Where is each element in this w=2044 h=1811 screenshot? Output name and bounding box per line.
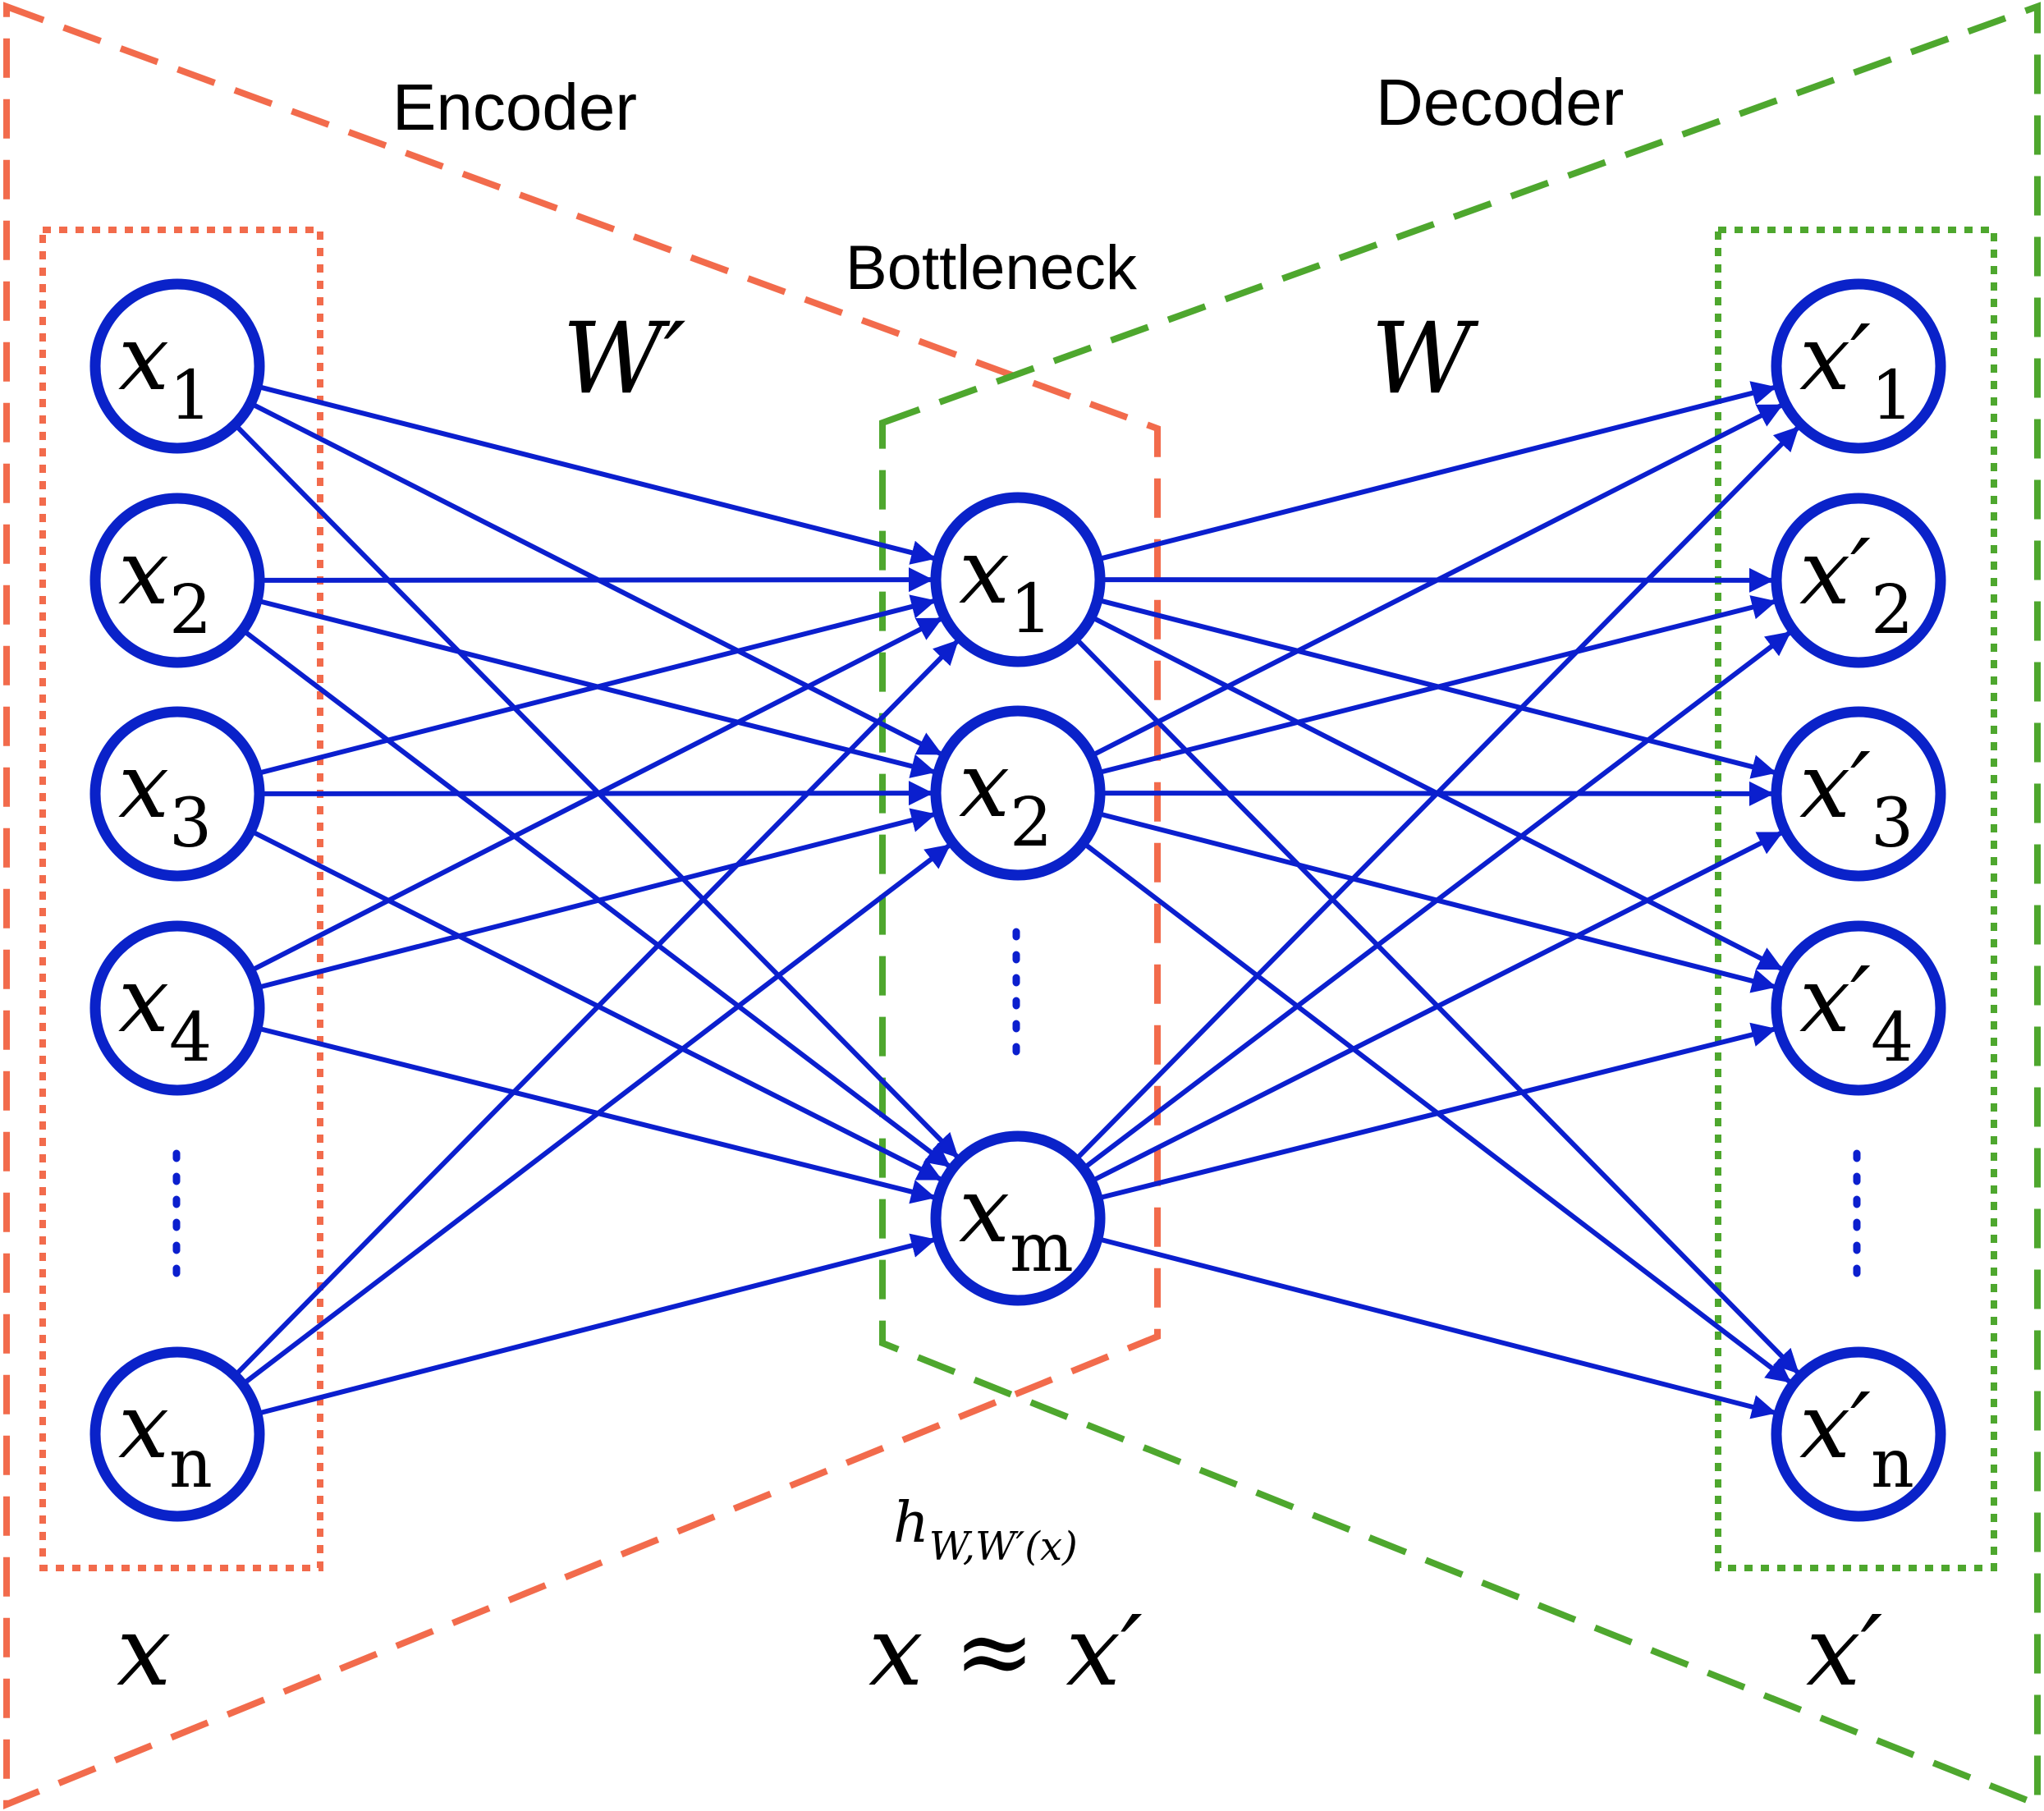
input-node-circle xyxy=(89,493,265,668)
input-node-circle xyxy=(89,706,265,882)
input-node: x4 xyxy=(89,920,265,1096)
output-node-label: x′3 xyxy=(1799,733,1913,863)
node-variable: x xyxy=(959,1158,1010,1263)
bottleneck-node-label: x2 xyxy=(959,732,1052,862)
node-variable: x xyxy=(118,733,169,838)
node-subscript: 2 xyxy=(1871,571,1913,649)
function-subscript: W,W′(x) xyxy=(929,1524,1078,1570)
input-group-label: x xyxy=(117,1594,172,1708)
bottleneck-node: x2 xyxy=(930,705,1106,881)
input-node-circle xyxy=(89,920,265,1096)
node-subscript: n xyxy=(1871,1425,1914,1503)
decoder-edge xyxy=(1099,1236,1777,1419)
input-node: x3 xyxy=(89,706,265,882)
decoder-boundary xyxy=(879,2,2041,1809)
output-node: x′4 xyxy=(1771,920,1946,1096)
decoder-edge xyxy=(1100,381,1777,562)
encoder-boundary xyxy=(3,2,1161,1809)
input-node-label: x1 xyxy=(118,305,212,435)
output-node-circle xyxy=(1771,920,1946,1096)
node-subscript: 4 xyxy=(1871,999,1913,1077)
encoder-label: Encoder xyxy=(392,71,637,144)
bottleneck-node-circle xyxy=(930,492,1106,667)
decoder-edge xyxy=(1093,403,1784,757)
node-variable: x xyxy=(118,520,169,625)
encoder-weight-label: W′ xyxy=(562,302,686,416)
node-subscript: 2 xyxy=(169,571,212,649)
decoder-edge xyxy=(1100,595,1777,775)
input-node: x1 xyxy=(89,278,265,454)
node-subscript: 1 xyxy=(1871,357,1913,435)
output-node-label: x′2 xyxy=(1799,520,1913,649)
encoder-edge xyxy=(259,808,937,990)
input-node-circle xyxy=(89,1346,265,1522)
bottleneck-node-circle xyxy=(930,1130,1106,1306)
bottleneck-node-label: x1 xyxy=(959,519,1052,649)
decoder-edge xyxy=(1084,630,1791,1169)
encoder-edge xyxy=(243,843,951,1385)
input-node-label: x4 xyxy=(118,947,212,1077)
bottleneck-label: Bottleneck xyxy=(846,233,1138,303)
node-variable: x′ xyxy=(1799,1373,1871,1479)
output-node-circle xyxy=(1771,706,1946,882)
output-node-circle xyxy=(1771,493,1946,668)
function-name: h xyxy=(893,1491,929,1556)
node-subscript: n xyxy=(169,1425,213,1503)
bottleneck-node: x1 xyxy=(930,492,1106,667)
input-node: x2 xyxy=(89,493,265,668)
node-subscript: 2 xyxy=(1010,784,1052,862)
node-subscript: 3 xyxy=(169,785,212,863)
input-group-box xyxy=(39,227,323,1571)
node-variable: x xyxy=(118,305,169,410)
node-variable: x xyxy=(118,947,169,1052)
output-group-box xyxy=(1715,227,1997,1571)
connection-edges xyxy=(235,381,1799,1419)
encoder-edge xyxy=(259,1233,937,1416)
approximation-label: x ≈ x′ xyxy=(868,1594,1143,1708)
input-node-label: xn xyxy=(118,1373,213,1503)
decoder-label: Decoder xyxy=(1376,66,1624,139)
decoder-edge xyxy=(1075,426,1799,1160)
node-variable: x′ xyxy=(1799,520,1871,625)
output-node: x′3 xyxy=(1771,706,1946,882)
node-variable: x xyxy=(959,519,1010,624)
input-node-circle xyxy=(89,278,265,454)
output-node-label: x′1 xyxy=(1799,305,1913,435)
encoder-edge xyxy=(259,384,937,565)
input-node: xn xyxy=(89,1346,265,1522)
encoder-edge xyxy=(252,617,943,972)
output-node-label: x′4 xyxy=(1799,947,1913,1077)
input-node-label: x3 xyxy=(118,733,212,863)
node-subscript: 1 xyxy=(1010,571,1052,649)
encoder-edge xyxy=(235,640,959,1375)
node-variable: x xyxy=(118,1373,169,1479)
output-node-circle xyxy=(1771,1346,1946,1522)
bottleneck-node: xm xyxy=(930,1130,1106,1306)
node-variable: x xyxy=(959,732,1010,837)
node-variable: x′ xyxy=(1799,947,1871,1052)
output-node-label: x′n xyxy=(1799,1373,1914,1503)
output-node-circle xyxy=(1771,278,1946,454)
function-label: hW,W′(x) xyxy=(893,1491,1078,1570)
node-subscript: 1 xyxy=(169,357,212,435)
output-group-label: x′ xyxy=(1806,1594,1883,1708)
decoder-edge xyxy=(1100,1022,1777,1200)
node-subscript: 3 xyxy=(1871,785,1913,863)
output-node: x′1 xyxy=(1771,278,1946,454)
node-subscript: m xyxy=(1010,1209,1074,1287)
output-node: x′n xyxy=(1771,1346,1946,1522)
bottleneck-node-label: xm xyxy=(959,1158,1074,1287)
output-node: x′2 xyxy=(1771,493,1946,668)
input-node-label: x2 xyxy=(118,520,212,649)
node-variable: x′ xyxy=(1799,733,1871,838)
decoder-edge xyxy=(1093,831,1784,1182)
node-subscript: 4 xyxy=(169,999,212,1077)
encoder-edge xyxy=(259,594,937,776)
bottleneck-node-circle xyxy=(930,705,1106,881)
decoder-weight-label: W xyxy=(1371,302,1479,416)
node-variable: x′ xyxy=(1799,305,1871,410)
